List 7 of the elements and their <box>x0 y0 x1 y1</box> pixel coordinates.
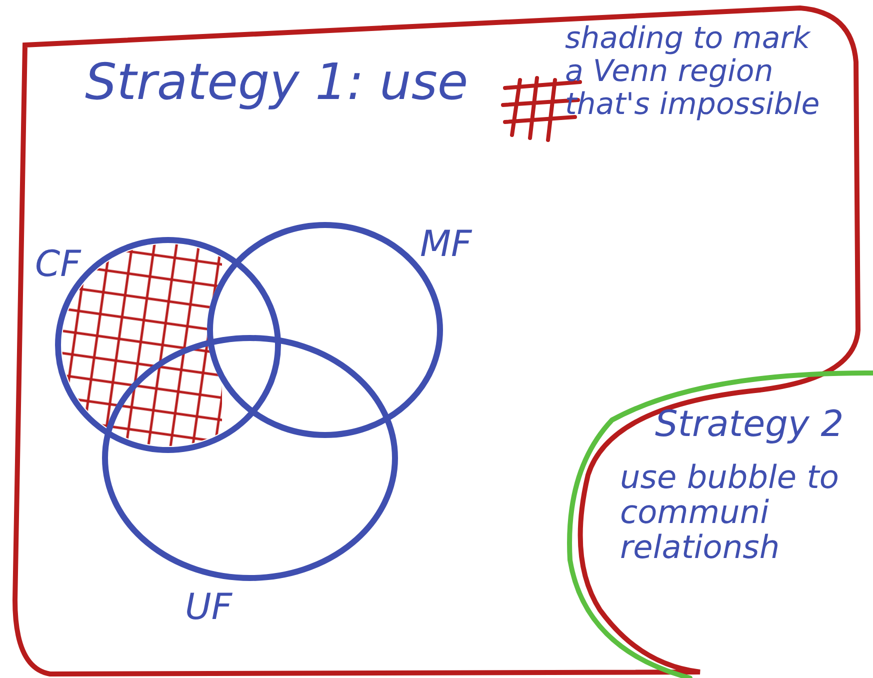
strategy-note: use bubble to communi relationsh <box>620 460 840 566</box>
strategy-heading: Strategy 2 <box>655 405 845 445</box>
strategy-heading: Strategy 1: use <box>85 55 470 110</box>
set-label: MF <box>420 225 472 265</box>
set-label: UF <box>185 588 232 628</box>
set-label: CF <box>35 245 81 285</box>
strategy-note: shading to mark a Venn region that's impossible <box>565 22 821 121</box>
